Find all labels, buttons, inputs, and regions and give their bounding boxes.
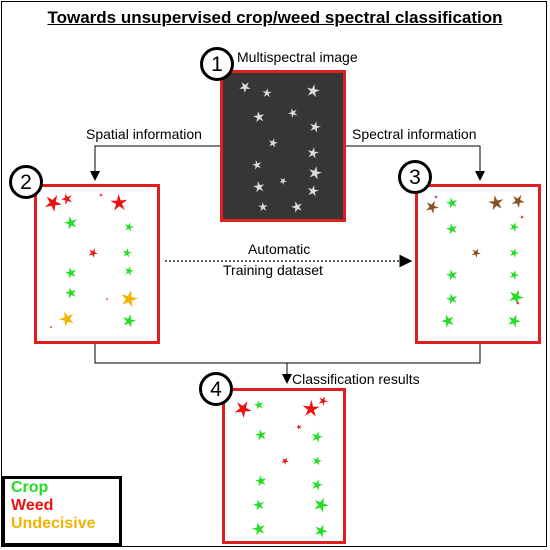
spectral-arrow [346,145,485,181]
crop-plant [253,111,265,123]
plant-blob [61,193,72,205]
plant-blob [99,193,103,197]
crop-plant [279,177,287,185]
multispectral-image-panel [220,70,346,222]
crop-plant [268,138,278,148]
crop-plant [291,201,302,213]
plant-blob [446,223,458,235]
plant-blob [88,248,98,258]
figure-title: Towards unsupervised crop/weed spectral … [47,8,503,27]
plant-blob [49,325,53,329]
plant-blob [311,431,323,443]
automatic-label: Automatic [248,241,311,257]
step-4-label: Classification results [292,371,420,387]
spatial-classification-panel [34,184,160,344]
plant-blob [64,216,77,230]
classification-results-panel [222,388,346,544]
crop-plant [253,181,265,193]
crop-plant [258,202,268,212]
plant-blob [446,269,458,281]
plant-blob [234,401,252,418]
plant-blob [312,456,322,466]
plant-blob [65,287,77,299]
plant-blob [255,429,267,441]
plant-blob [509,270,519,280]
plant-blob [488,195,504,211]
plant-blob [508,314,521,328]
step-1-badge: 1 [200,47,234,81]
crop-plant [262,88,272,98]
plant-blob [44,195,62,212]
plant-blob [252,522,265,536]
training-dataset-label: Training dataset [223,262,323,278]
legend-undecisive: Undecisive [11,515,96,532]
plant-blob [281,457,289,465]
multispectral-image [223,73,343,219]
plant-blob [520,215,524,219]
step-2-label: Spatial information [86,126,202,142]
plant-blob [509,222,519,232]
plant-blob [65,267,77,279]
crop-plant [307,185,319,197]
merge-lines [94,344,481,364]
plant-blob [254,400,264,410]
legend-weed: Weed [11,497,54,514]
plant-blob [124,222,134,232]
plant-blob [314,497,329,513]
legend-crop: Crop [11,479,49,496]
crop-plant [239,82,251,93]
plant-blob [311,479,323,491]
plant-blob [302,400,320,417]
plant-blob [446,197,458,209]
crop-plant [306,84,320,98]
spectral-classification-panel [415,184,541,344]
plant-blob [441,314,454,328]
step-3-label: Spectral information [352,126,477,142]
crop-plant [252,160,262,170]
plant-blob [122,248,132,258]
plant-blob [315,524,328,538]
plant-blob [123,314,136,328]
spatial-arrow [90,145,222,181]
crop-plant [309,166,322,180]
plant-blob [255,475,267,487]
crop-plant [288,108,298,118]
plant-blob [516,301,520,305]
step-2-badge: 2 [9,165,43,199]
step-1-label: Multispectral image [237,49,358,65]
plant-blob [124,266,134,276]
plant-blob [425,200,439,214]
plant-blob [509,248,519,258]
plant-blob [509,289,524,305]
plant-blob [121,290,138,308]
plant-blob [110,194,128,211]
plant-blob [253,499,265,511]
plant-blob [446,293,458,305]
plant-blob [511,194,525,208]
plant-blob [59,311,74,327]
step-3-badge: 3 [398,160,432,194]
plant-blob [434,195,438,199]
crop-plant [309,121,321,133]
plant-blob [471,248,481,258]
plant-blob [318,396,328,406]
plant-blob [105,297,109,301]
crop-plant [307,147,319,159]
step-4-badge: 4 [199,372,233,406]
legend: Crop Weed Undecisive [2,476,122,546]
plant-blob [296,424,302,430]
